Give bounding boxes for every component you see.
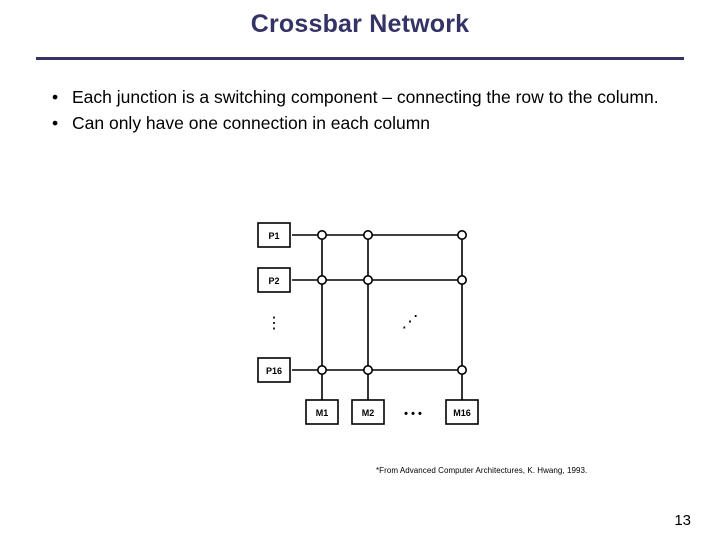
memory-box-m1 [305, 399, 339, 425]
processor-label-p1: P1 [268, 231, 279, 241]
processor-box-p2 [257, 267, 291, 293]
memory-label-m1: M1 [316, 408, 329, 418]
diagonal-ellipsis-junctions: ⋰ [402, 312, 419, 331]
processor-label-p16: P16 [266, 366, 282, 376]
junction-node [317, 230, 328, 240]
page-number: 13 [674, 512, 691, 529]
junction-node [363, 365, 374, 376]
crossbar-network-diagram: P1 P2 P16 M1 M2 M16 ⋮ ⋰ • • • [250, 215, 485, 435]
processor-label-p2: P2 [268, 276, 279, 286]
page-title: Crossbar Network [250, 10, 470, 38]
junction-node [457, 365, 468, 376]
list-item-text: Can only have one connection in each col… [72, 113, 431, 134]
list-item: • Can only have one connection in each c… [38, 112, 688, 135]
junction-node [457, 230, 468, 240]
processor-box-p1 [257, 222, 291, 248]
list-item-text: Each junction is a switching component –… [72, 87, 659, 107]
bullet-marker: • [52, 113, 59, 134]
footnote: *From Advanced Computer Architectures, K… [376, 466, 588, 475]
memory-box-m16 [445, 399, 479, 425]
memory-label-m2: M2 [362, 408, 375, 418]
bullet-marker: • [52, 87, 59, 107]
vertical-ellipsis-processors: ⋮ [266, 315, 282, 332]
junction-node [317, 274, 328, 285]
junction-node [457, 274, 468, 285]
memory-label-m16: M16 [453, 408, 471, 418]
bullet-list: • Each junction is a switching component… [38, 86, 688, 139]
junction-node [363, 230, 374, 240]
junction-node [317, 365, 328, 376]
processor-box-p16 [257, 357, 291, 383]
junction-node [363, 274, 374, 285]
list-item: • Each junction is a switching component… [38, 86, 688, 109]
title-divider [36, 57, 684, 60]
memory-box-m2 [351, 399, 385, 425]
horizontal-ellipsis-memories: • • • [404, 408, 422, 420]
